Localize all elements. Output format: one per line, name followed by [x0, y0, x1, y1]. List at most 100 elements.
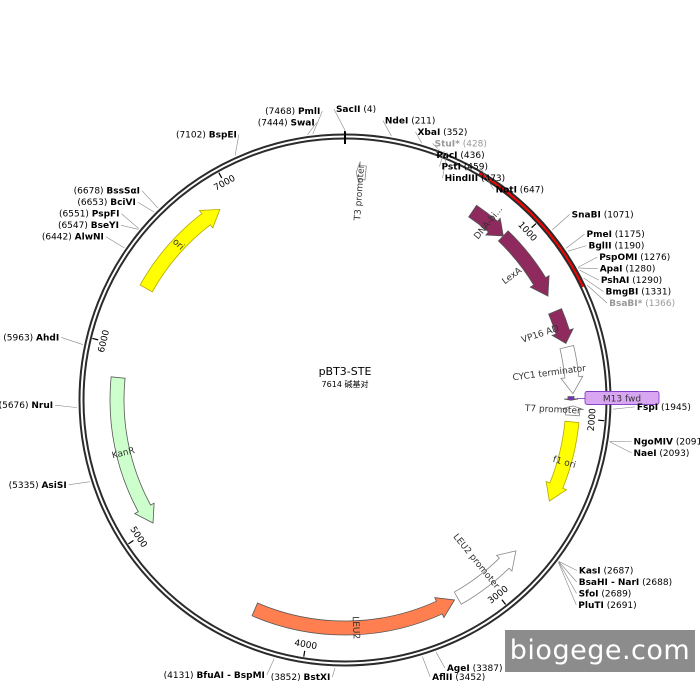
feature-cyc1-terminator: [559, 345, 584, 395]
site-label: NdeI (211): [385, 117, 436, 127]
feature-ori: [139, 208, 221, 293]
site-label: BmgBI (1331): [605, 288, 671, 298]
site-leader: [332, 667, 336, 678]
site-leader: [565, 233, 585, 249]
site-label: BglII (1190): [589, 242, 645, 252]
tick-label: 5000: [127, 525, 148, 550]
site-leader: [234, 134, 240, 156]
feature-label: T3 promoter: [353, 164, 367, 222]
backbone: [78, 131, 612, 667]
feature-label: M13 fwd: [603, 394, 641, 404]
site-label: PluTI (2691): [578, 601, 636, 611]
tick-label: 6000: [97, 329, 112, 354]
site-leader: [579, 269, 600, 281]
tick-mark: [92, 337, 99, 341]
site-leader: [612, 406, 635, 410]
primer-box: [584, 391, 660, 405]
tick-mark: [303, 650, 306, 657]
site-label: (4131) BfuAI - BspMI: [164, 671, 265, 681]
feature-t3-promoter: [355, 161, 367, 184]
site-leader: [307, 122, 317, 135]
plasmid-size: 7614 碱基对: [322, 379, 369, 389]
site-leader: [567, 245, 587, 252]
tick-mark: [218, 172, 223, 179]
site-label: (6678) BssSαI: [74, 187, 140, 197]
feature-dna-bi-: [468, 204, 504, 237]
site-label: (5963) AhdI: [3, 333, 59, 343]
feature-kanr: [109, 376, 155, 524]
site-leader: [558, 561, 577, 583]
site-label: PspOMI (1276): [599, 253, 670, 263]
site-leader: [434, 148, 440, 156]
site-leader: [61, 337, 83, 345]
site-leader: [415, 131, 423, 144]
site-label: KasI (2687): [579, 567, 634, 577]
site-label: StuI* (428): [435, 140, 487, 150]
site-leader: [439, 150, 445, 167]
site-leader: [422, 656, 431, 678]
site-leader: [333, 108, 347, 133]
feature-label: T7 promoter: [524, 404, 582, 417]
site-label: (3852) BstXI: [271, 673, 331, 683]
site-leader: [55, 404, 78, 408]
site-label: (6442) AlwNI: [42, 233, 104, 243]
site-label: BsaBI* (1366): [609, 299, 675, 309]
site-label: (6653) BciVI: [77, 198, 135, 208]
site-label: ApaI (1280): [600, 265, 656, 275]
site-leader: [558, 562, 577, 606]
site-label: NgoMIV (2091): [634, 437, 700, 447]
site-leader: [68, 481, 90, 486]
site-label: XbaI (352): [417, 128, 467, 138]
feature-leu2-promoter: [453, 550, 517, 605]
feature-f1-ori: [545, 420, 580, 502]
feature-label: LEU2: [350, 616, 361, 639]
site-leader: [121, 213, 140, 229]
site-label: NotI (647): [496, 186, 544, 196]
site-leader: [141, 190, 159, 209]
feature-leu2: [251, 597, 456, 636]
site-leader: [558, 561, 578, 571]
feature-m13-fwd: [563, 396, 579, 401]
site-leader: [435, 651, 446, 669]
tick-label: 7000: [212, 174, 237, 194]
site-label: AflII (3452): [432, 673, 485, 683]
site-label: (7468) PmlI: [265, 107, 320, 117]
highlight-layer: [477, 171, 586, 288]
feature-t7-promoter: [561, 405, 584, 417]
site-leader: [266, 658, 275, 675]
site-label: (7444) SwaI: [258, 119, 315, 129]
site-label: PacI (436): [436, 151, 484, 161]
site-label: (6551) PspFI: [59, 210, 120, 220]
site-label: PmeI (1175): [587, 230, 645, 240]
tick-label: 4000: [293, 639, 317, 653]
site-leader: [120, 224, 139, 230]
site-label: PshAI (1290): [601, 276, 662, 286]
site-label: (7102) BspEI: [176, 130, 237, 140]
feature-label: LexA: [501, 265, 525, 286]
highlight-region: [477, 171, 586, 288]
site-label: (5335) AsiSI: [9, 481, 67, 491]
site-label: BsaHI - NarI (2688): [579, 578, 672, 588]
site-leader: [577, 256, 598, 268]
tick-mark: [128, 540, 134, 545]
site-leader: [481, 169, 494, 190]
site-label: SacII (4): [336, 105, 376, 115]
site-label: SfoI (2689): [579, 590, 632, 600]
site-leader: [312, 110, 323, 135]
site-leader: [137, 201, 155, 213]
site-layer: SacII (4) NdeI (211)XbaI (352) StuI* (428)…: [0, 105, 700, 683]
site-label: (6547) BseYI: [58, 221, 119, 231]
feature-lexa: [497, 230, 550, 297]
site-label: SnaBI (1071): [572, 210, 634, 220]
tick-label: 2000: [587, 408, 599, 432]
site-leader: [382, 120, 392, 137]
plasmid-name: pBT3-STE: [319, 365, 372, 378]
site-leader: [609, 441, 632, 454]
site-leader: [105, 236, 125, 249]
site-leader: [442, 152, 448, 179]
feature-vp16-ad: [548, 308, 574, 345]
tick-mark: [501, 599, 507, 605]
backbone-inner: [82, 137, 608, 663]
